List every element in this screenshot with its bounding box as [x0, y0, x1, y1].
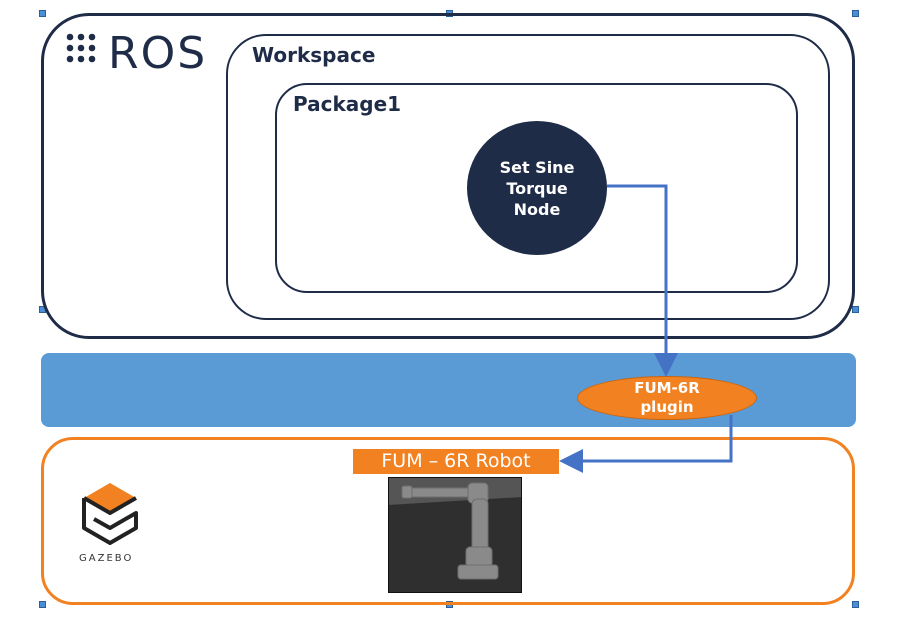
fum6r-plugin[interactable]: FUM-6R plugin [577, 376, 757, 420]
robot-arm-icon [388, 477, 522, 593]
workspace-container[interactable] [226, 34, 830, 320]
plugin-label-line1: FUM-6R [634, 379, 700, 397]
package-container[interactable] [275, 83, 798, 293]
package-label: Package1 [293, 92, 402, 116]
selection-handle[interactable] [852, 10, 859, 17]
selection-handle[interactable] [39, 601, 46, 608]
ros-logo-text: ROS [108, 28, 208, 79]
workspace-label: Workspace [252, 43, 376, 67]
robot-image [388, 477, 522, 593]
ros-logo-icon [66, 33, 96, 63]
gazebo-container[interactable] [41, 437, 855, 605]
plugin-label-line2: plugin [640, 398, 694, 416]
selection-handle[interactable] [852, 601, 859, 608]
robot-label: FUM – 6R Robot [353, 449, 559, 474]
node-label-line1: Set Sine [499, 157, 575, 177]
node-label-line2: Torque [506, 178, 568, 198]
selection-handle[interactable] [39, 10, 46, 17]
gazebo-logo-icon [82, 483, 138, 545]
sine-torque-node[interactable]: Set Sine Torque Node [467, 121, 607, 255]
ros-container[interactable] [41, 13, 855, 339]
gazebo-logo-text: GAZEBO [79, 553, 134, 564]
selection-handle[interactable] [852, 306, 859, 313]
node-label-line3: Node [513, 199, 561, 219]
